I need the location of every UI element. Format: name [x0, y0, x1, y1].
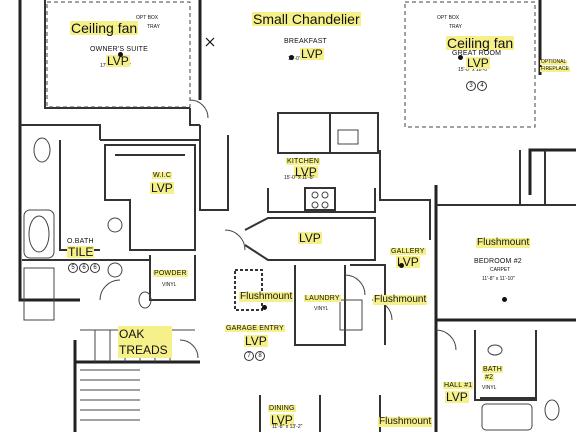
interior-walls — [20, 0, 576, 432]
tag-3: 3 — [466, 81, 476, 91]
center-floor: LVP — [298, 231, 322, 245]
wic-label: W.I.C — [152, 172, 173, 179]
tray-ceilings — [46, 1, 536, 128]
wic-floor: LVP — [150, 181, 174, 195]
small-chandelier-label: Small Chandelier — [252, 11, 361, 27]
opt-box-tray-note-1: OPT BOX — [136, 15, 159, 21]
obath-floor: TILE — [67, 245, 95, 259]
kitchen-dim: 15'-0" x 11'-8" — [284, 175, 315, 181]
great-room-label: GREAT ROOM — [452, 50, 502, 57]
dining-dim: 11'-8" x 13'-2" — [272, 424, 303, 430]
gallery-light-marker — [399, 263, 404, 268]
flushmount-gallery-label: Flushmount — [373, 294, 428, 305]
tag-6b: 6 — [90, 263, 100, 273]
garage-entry-floor: LVP — [244, 334, 268, 348]
bath2-label: BATH — [482, 366, 503, 373]
flushmount-entry-marker — [262, 305, 267, 310]
dining-label: DINING — [268, 405, 296, 412]
door-swings — [99, 99, 457, 359]
gallery-label: GALLERY — [390, 248, 426, 255]
owners-suite-label: OWNER'S SUITE — [90, 46, 148, 53]
kitchen-floor: LVP — [294, 165, 318, 179]
optional-fireplace-note-1: OPTIONAL — [540, 59, 568, 65]
hall-label: HALL #1 — [443, 382, 474, 389]
opt-box-tray-note-2: OPT BOX — [437, 15, 460, 21]
flushmount-hall-label: Flushmount — [378, 416, 433, 427]
dining-floor: LVP — [270, 413, 294, 427]
chandelier-marker — [289, 55, 294, 60]
opt-box-tray-note-1b: TRAY — [147, 24, 160, 30]
tag-7: 7 — [244, 351, 254, 361]
tag-5: 5 — [68, 263, 78, 273]
bedroom2-label: BEDROOM #2 — [474, 258, 522, 265]
flushmount-entry-label: Flushmount — [239, 291, 294, 302]
hall-floor: LVP — [445, 390, 469, 404]
ceiling-fan-owner-label: Ceiling fan — [70, 20, 139, 36]
plumbing-fixtures — [23, 129, 560, 431]
bath2-number: #2 — [484, 374, 495, 381]
ceiling-fan-great-label: Ceiling fan — [446, 35, 515, 51]
breakfast-floor: LVP — [300, 47, 324, 61]
ceiling-fan-great-marker — [458, 55, 463, 60]
great-room-floor: LVP — [466, 56, 490, 70]
flushmount-bed2-label: Flushmount — [476, 237, 531, 248]
tag-4: 4 — [477, 81, 487, 91]
bath2-floor: VINYL — [482, 385, 497, 391]
optional-fireplace-note-2: FIREPLACE — [540, 66, 570, 72]
opt-box-tray-note-2b: TRAY — [449, 24, 462, 30]
garage-entry-label: GARAGE ENTRY — [225, 325, 285, 332]
kitchen-label: KITCHEN — [286, 158, 321, 165]
powder-label: POWDER — [153, 270, 188, 277]
fixture-marks — [205, 37, 215, 47]
bedroom2-dim: 11'-8" x 11'-10" — [482, 276, 515, 282]
ceiling-fan-owner-marker — [118, 52, 123, 57]
exterior-walls — [18, 0, 576, 432]
breakfast-label: BREAKFAST — [284, 38, 328, 45]
powder-floor: VINYL — [162, 282, 177, 288]
oak-treads-label: OAK TREADS — [118, 326, 172, 359]
obath-label: O.BATH — [67, 238, 94, 245]
tag-6: 6 — [79, 263, 89, 273]
bedroom2-floor: CARPET — [490, 267, 511, 273]
laundry-label: LAUNDRY — [304, 295, 341, 302]
tag-8: 8 — [255, 351, 265, 361]
flushmount-bed2-marker — [502, 297, 507, 302]
great-room-dim: 15'-0" x 18'-0" — [458, 67, 489, 73]
owners-suite-floor: LVP — [106, 54, 130, 68]
laundry-floor: VINYL — [314, 306, 329, 312]
